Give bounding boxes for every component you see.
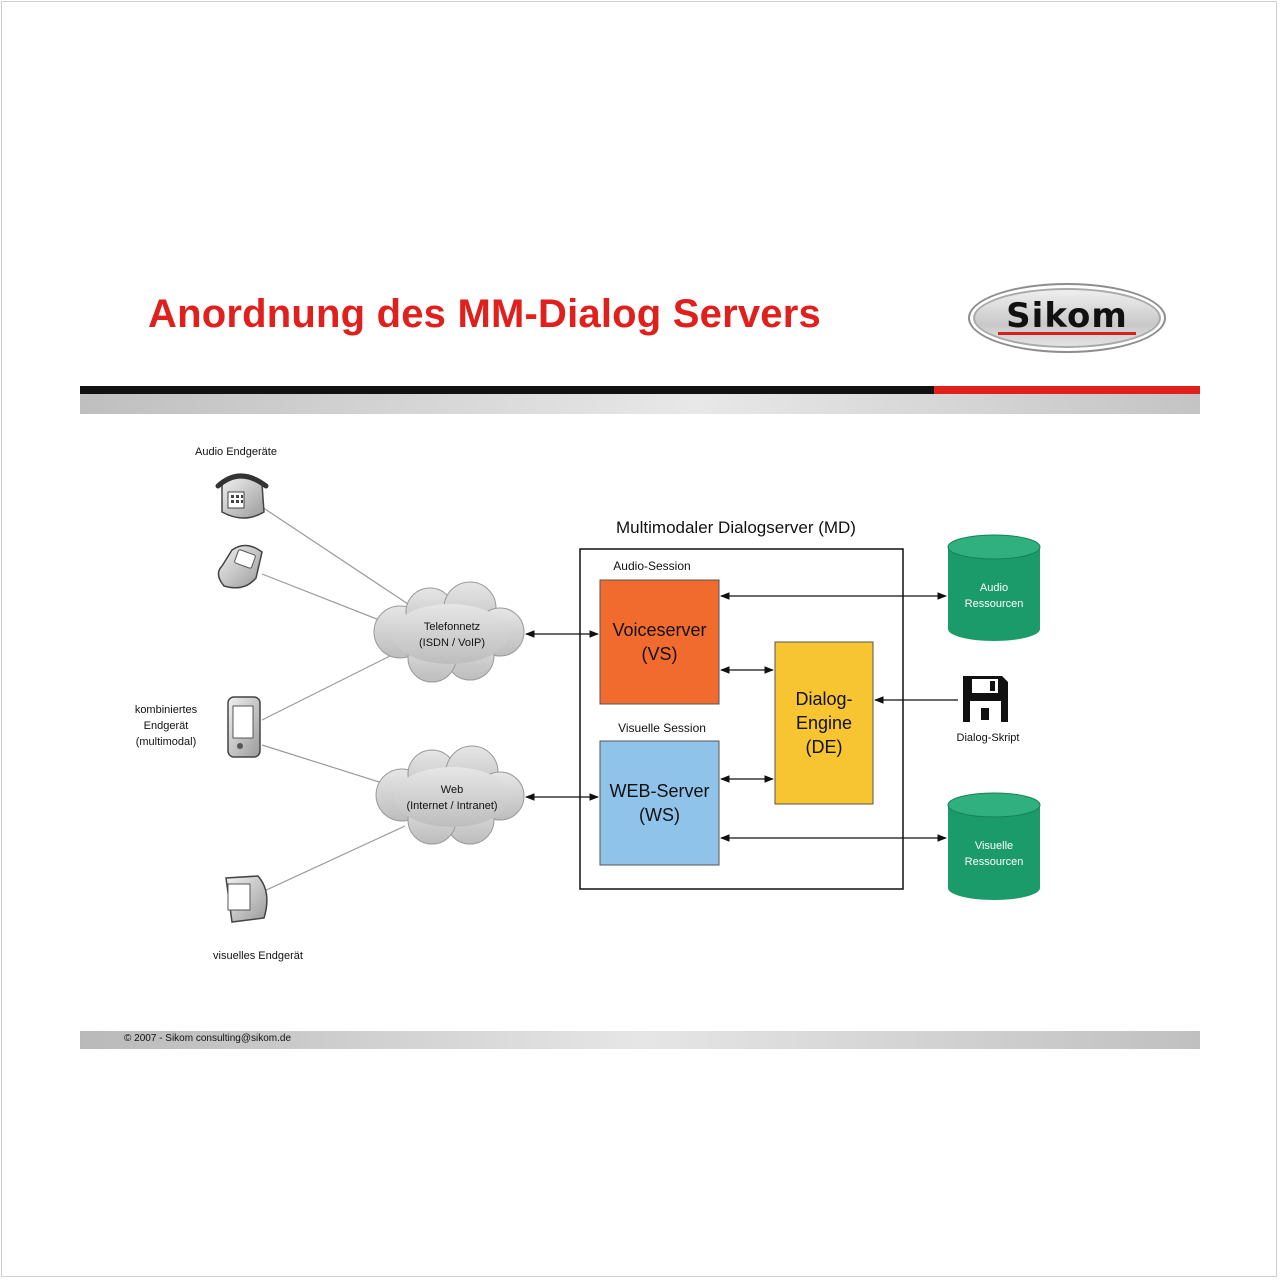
header-rule-black <box>80 386 934 394</box>
mobile-phone-icon <box>217 544 263 589</box>
footer-copyright: © 2007 - Sikom consulting@sikom.de <box>124 1033 292 1044</box>
header-rule-red <box>934 386 1200 394</box>
header-rule-grey <box>80 394 1200 414</box>
voiceserver-box <box>599 579 720 705</box>
link-monitor-web <box>261 825 406 893</box>
pda-icon <box>227 696 261 758</box>
slide-title: Anordnung des MM-Dialog Servers <box>148 292 821 336</box>
footer-bar <box>80 1031 1200 1049</box>
link-mobile-telefonnetz <box>261 573 393 626</box>
logo-text: Sikom <box>1006 296 1128 336</box>
visual-device-label: visuelles Endgerät <box>213 950 303 962</box>
device-links <box>261 506 409 893</box>
link-combined-telefonnetz <box>261 654 393 721</box>
audio-resources-cylinder <box>947 534 1041 641</box>
dialog-engine-box <box>774 641 874 805</box>
floppy-disk-icon <box>963 676 1008 722</box>
webserver-label: WEB-Server (WS) <box>609 781 710 825</box>
audio-resources-label: Audio Ressourcen <box>964 582 1024 610</box>
combined-device-label: kombiniertes Endgerät (multimodal) <box>134 704 198 748</box>
visual-resources-label: Visuelle Ressourcen <box>964 840 1024 868</box>
arrows <box>525 592 958 842</box>
audio-session-label: Audio-Session <box>613 559 691 573</box>
visual-resources-cylinder <box>947 792 1041 900</box>
link-phone-telefonnetz <box>261 506 409 605</box>
telefonnetz-cloud <box>373 581 525 683</box>
dialog-engine-label: Dialog- Engine (DE) <box>795 689 853 757</box>
telefonnetz-label: Telefonnetz (ISDN / VoIP) <box>418 621 486 649</box>
web-label: Web (Internet / Intranet) <box>406 784 498 812</box>
server-title: Multimodaler Dialogserver (MD) <box>616 518 856 537</box>
webserver-box <box>599 740 720 866</box>
web-cloud <box>375 745 525 845</box>
voiceserver-label: Voiceserver (VS) <box>612 620 707 664</box>
audio-devices-label: Audio Endgeräte <box>195 446 277 458</box>
desk-phone-icon <box>215 473 269 519</box>
desktop-computer-icon <box>225 875 268 923</box>
link-combined-web <box>261 744 393 787</box>
visual-session-label: Visuelle Session <box>618 721 706 735</box>
dialog-script-label: Dialog-Skript <box>956 732 1020 744</box>
sikom-logo: Sikom <box>968 283 1166 353</box>
